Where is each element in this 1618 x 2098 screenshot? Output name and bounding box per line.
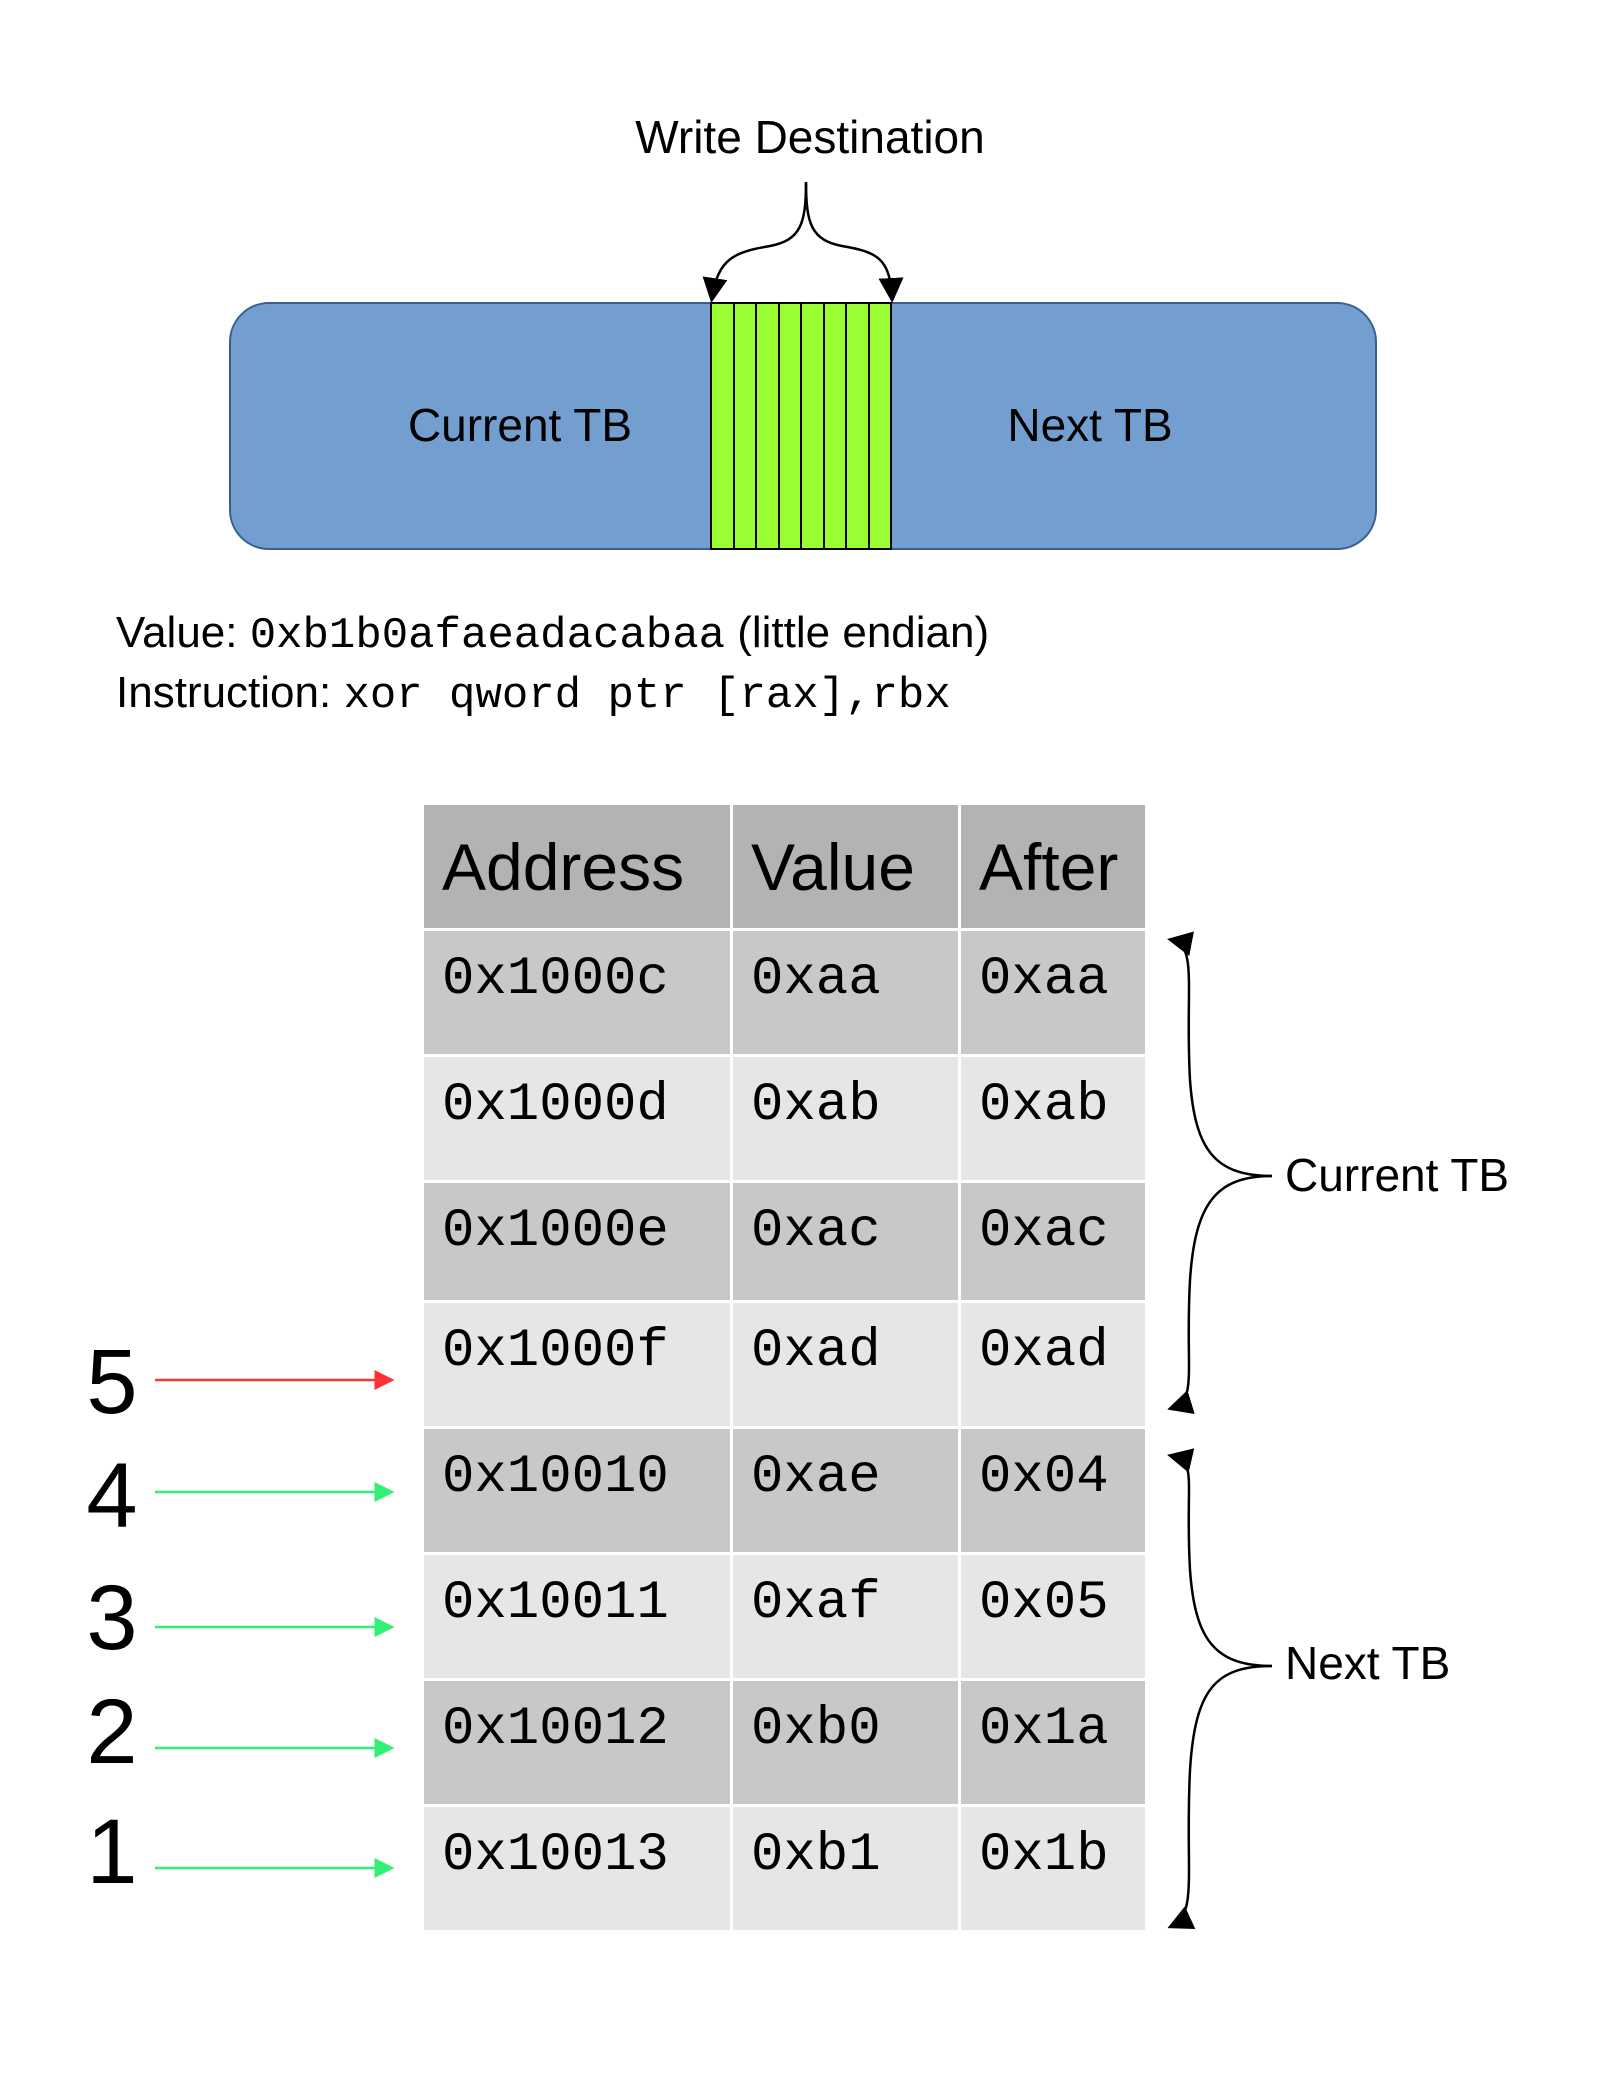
cell-after: 0xad [958,1300,1148,1429]
cell-after: 0xac [958,1180,1148,1303]
table-row: 0x10011 0xaf 0x05 [421,1552,1148,1681]
header-address: Address [421,802,733,931]
table-row: 0x1000d 0xab 0xab [421,1054,1148,1183]
current-tb-brace [1167,1174,1273,1415]
cell-value: 0xac [730,1180,961,1303]
instruction-line: Instruction: xor qword ptr [rax],rbx [116,668,951,721]
value-suffix: (little endian) [725,608,990,657]
cell-address: 0x1000c [421,928,733,1057]
header-after: After [958,802,1148,931]
cell-address: 0x10011 [421,1552,733,1681]
write-destination-brace [804,181,904,303]
cell-address: 0x10010 [421,1426,733,1555]
table-header-row: Address Value After [421,802,1148,931]
value-hex: 0xb1b0afaeadacabaa [249,611,725,661]
write-byte-cell [847,304,870,548]
write-destination-label: Write Destination [635,111,985,163]
step-number-2: 2 [86,1681,138,1783]
cell-value: 0xaf [730,1552,961,1681]
write-byte-cell [780,304,802,548]
write-byte-cell [825,304,847,548]
cell-after: 0x04 [958,1426,1148,1555]
cell-address: 0x1000e [421,1180,733,1303]
step-number-5: 5 [86,1331,138,1433]
step-number-1: 1 [86,1801,138,1903]
cell-after: 0xab [958,1054,1148,1183]
next-tb-brace [1167,1664,1273,1929]
value-line: Value: 0xb1b0afaeadacabaa (little endian… [116,608,989,661]
next-tb-bar-label: Next TB [1007,399,1173,451]
table-row: 0x1000f 0xad 0xad [421,1300,1148,1429]
table-row: 0x10013 0xb1 0x1b [421,1804,1148,1933]
write-byte-cell [757,304,780,548]
write-destination-brace [702,181,808,303]
cell-after: 0x1b [958,1804,1148,1933]
cell-address: 0x10013 [421,1804,733,1933]
step-number-3: 3 [86,1567,138,1669]
instruction-code: xor qword ptr [rax],rbx [343,671,951,721]
current-tb-brace-label: Current TB [1285,1149,1510,1201]
value-prefix: Value: [116,608,250,657]
write-byte-cell [802,304,825,548]
current-tb-bar-label: Current TB [407,399,633,451]
write-byte-cell [735,304,757,548]
next-tb-brace [1167,1448,1273,1668]
cell-value: 0xb0 [730,1678,961,1807]
step-number-4: 4 [86,1445,138,1547]
cell-value: 0xad [730,1300,961,1429]
cell-after: 0x05 [958,1552,1148,1681]
table-row: 0x1000c 0xaa 0xaa [421,928,1148,1057]
cell-value: 0xab [730,1054,961,1183]
table-row: 0x1000e 0xac 0xac [421,1180,1148,1303]
cell-value: 0xae [730,1426,961,1555]
table-row: 0x10012 0xb0 0x1a [421,1678,1148,1807]
header-value: Value [730,802,961,931]
cell-after: 0x1a [958,1678,1148,1807]
cell-address: 0x10012 [421,1678,733,1807]
cell-after: 0xaa [958,928,1148,1057]
next-tb-brace-label: Next TB [1285,1637,1451,1689]
instruction-prefix: Instruction: [116,668,344,717]
table-row: 0x10010 0xae 0x04 [421,1426,1148,1555]
cell-address: 0x1000f [421,1300,733,1429]
cell-address: 0x1000d [421,1054,733,1183]
write-destination-bytes [710,302,892,550]
cell-value: 0xaa [730,928,961,1057]
cell-value: 0xb1 [730,1804,961,1933]
current-tb-brace [1167,931,1273,1178]
write-byte-cell [712,304,735,548]
memory-table: Address Value After 0x1000c 0xaa 0xaa 0x… [421,802,1148,1933]
